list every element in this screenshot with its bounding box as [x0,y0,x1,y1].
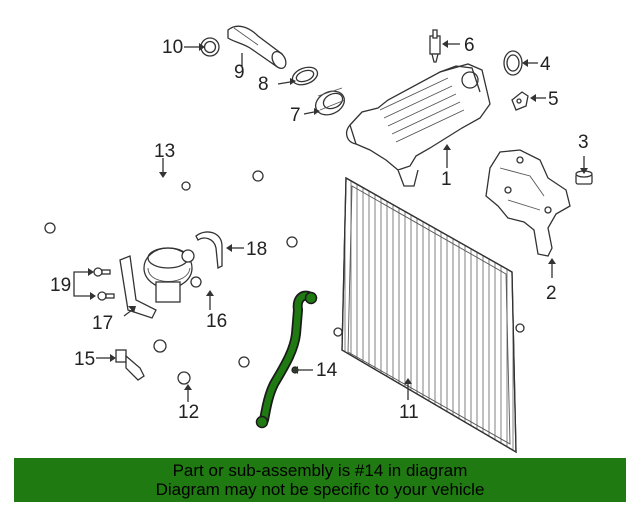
callout-9: 9 [234,62,245,83]
part-16-pump [143,247,214,310]
part-9-intake-pipe [227,25,287,70]
part-19-bolts [73,267,115,301]
part-14-hose-highlighted [255,290,318,429]
callout-5: 5 [548,89,559,110]
callout-7: 7 [290,105,301,126]
callout-12: 12 [178,402,200,423]
callout-4: 4 [540,54,551,75]
part-6-sensor [429,29,460,63]
callout-1: 1 [441,169,452,190]
part-15-sensor [96,349,145,381]
part-10-oring [184,37,220,57]
part-2-mount-bracket [485,149,571,278]
callout-3: 3 [578,132,589,153]
part-18-clip [195,231,244,270]
part-4-seal [503,50,538,76]
callout-18: 18 [246,239,268,260]
banner-line-1: Part or sub-assembly is #14 in diagram [172,461,468,480]
callout-2: 2 [546,283,557,304]
callout-16: 16 [206,311,228,332]
callout-17: 17 [92,313,114,334]
exploded-parts-diagram [44,25,593,454]
part-12-hose [153,236,298,402]
footer-banner: Part or sub-assembly is #14 in diagram D… [14,458,626,502]
part-3-cap [575,156,593,185]
callout-8: 8 [258,74,269,95]
part-1-intercooler [345,63,491,187]
part-7-coupler [303,87,346,116]
callout-11: 11 [399,402,419,423]
callout-14: 14 [316,360,338,381]
callout-19: 19 [50,275,72,296]
part-13-coolant-hose [44,158,264,234]
callout-10: 10 [162,37,184,58]
callout-15: 15 [74,349,96,370]
part-5-bracket [511,91,546,111]
part-11-radiator [333,176,525,454]
part-17-plate [119,255,157,319]
banner-line-2: Diagram may not be specific to your vehi… [155,480,485,499]
callout-13: 13 [154,141,176,162]
callout-6: 6 [464,35,475,56]
part-8-clamp [277,66,319,86]
